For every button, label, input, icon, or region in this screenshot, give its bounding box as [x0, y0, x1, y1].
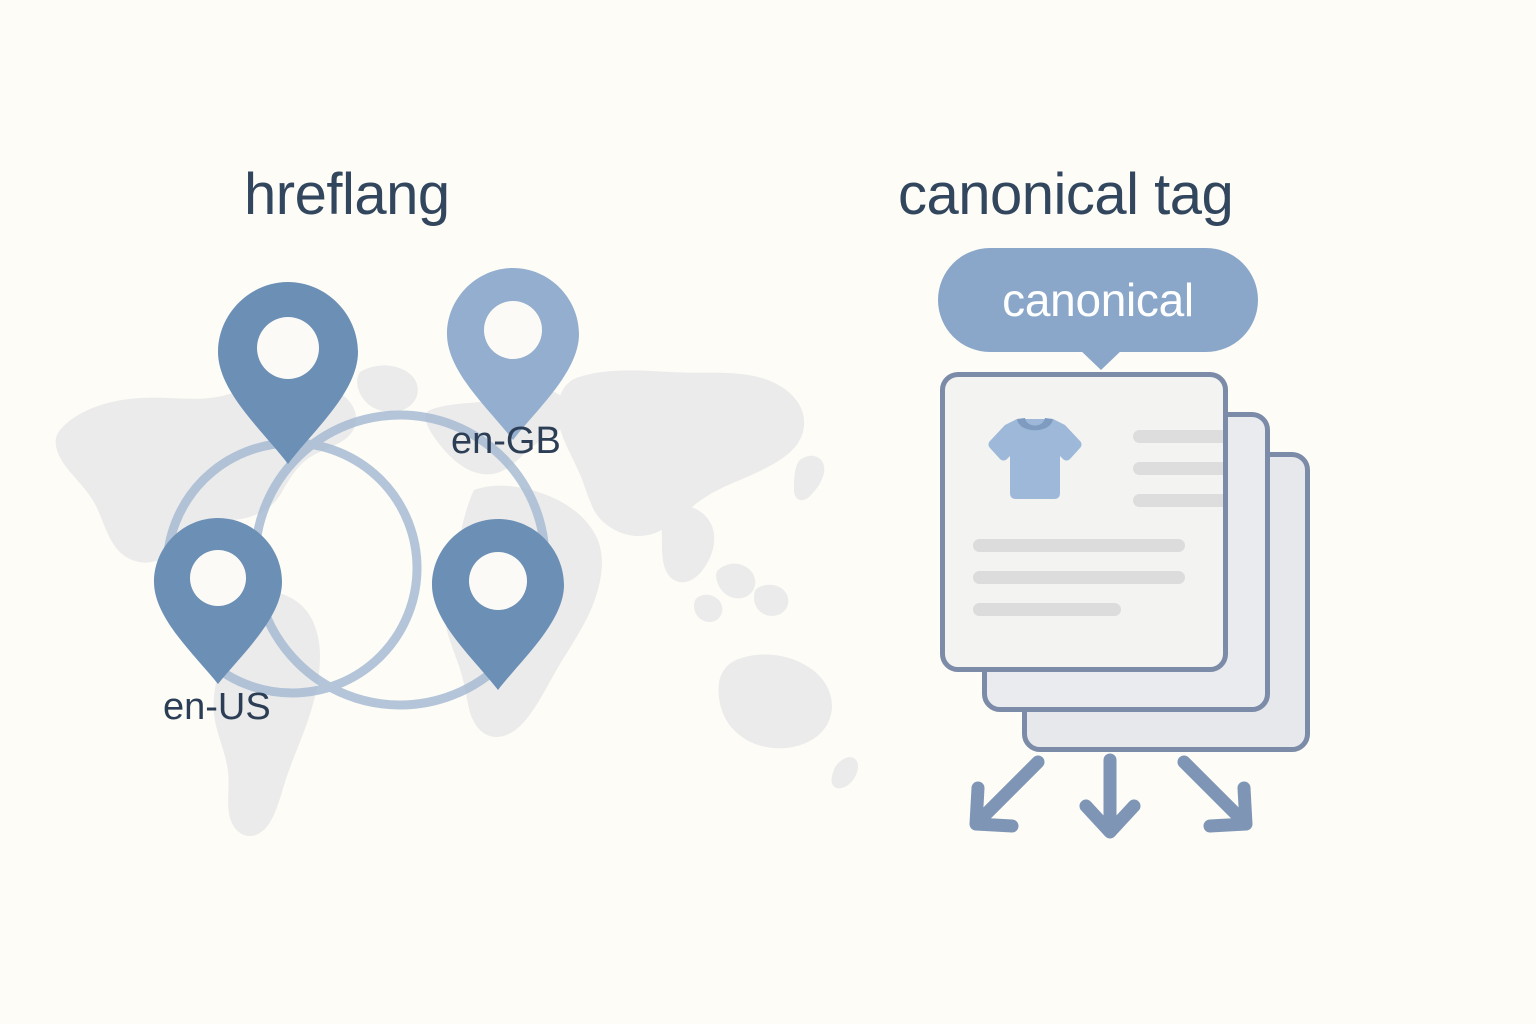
map-pin-bottom-right — [432, 519, 564, 690]
card-body-line — [973, 571, 1185, 584]
tshirt-icon — [988, 418, 1082, 499]
map-pin-top-right — [447, 268, 579, 440]
card-meta-line — [1133, 430, 1223, 443]
arrow-down-icon — [1079, 753, 1141, 839]
world-map-icon — [55, 268, 858, 837]
canonical-badge: canonical — [938, 248, 1258, 352]
map-pin-top-left — [218, 282, 358, 464]
locale-label-en-us: en-US — [163, 686, 271, 728]
card-body-line — [973, 603, 1121, 616]
arrow-down-left-icon — [969, 755, 1045, 833]
document-card-front — [940, 372, 1228, 672]
canonical-tag-panel: canonical — [860, 0, 1536, 1024]
page-title-canonical-tag: canonical tag — [898, 161, 1234, 227]
canonical-badge-label: canonical — [1002, 274, 1194, 326]
card-meta-line — [1133, 462, 1223, 475]
card-meta-line — [1133, 494, 1223, 507]
map-pin-bottom-left — [154, 518, 282, 684]
card-body-line — [973, 539, 1185, 552]
arrow-down-right-icon — [1177, 755, 1253, 833]
page-title-hreflang: hreflang — [244, 161, 450, 227]
locale-label-en-gb: en-GB — [451, 420, 561, 462]
hreflang-panel: en-US en-GB — [55, 268, 858, 837]
canonical-arrows-group — [969, 753, 1253, 839]
canonical-badge-pointer-icon — [1078, 348, 1124, 370]
